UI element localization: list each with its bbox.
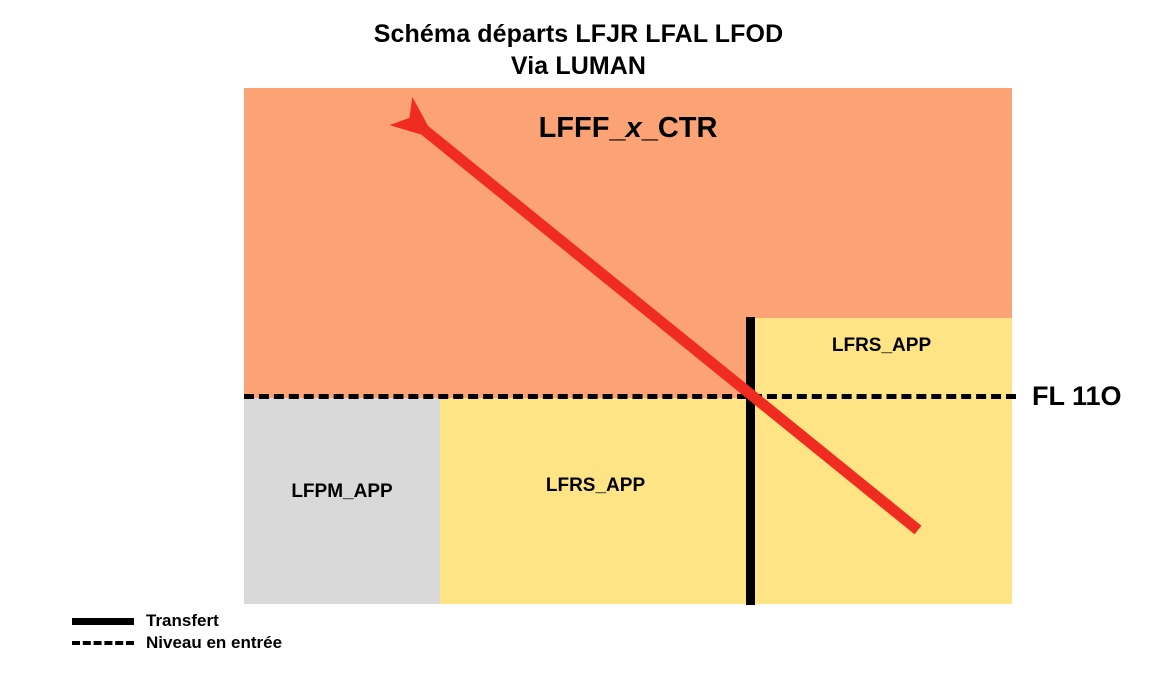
zone-label-ctr-prefix: LFFF_ <box>538 112 626 144</box>
zone-label-ctr-variable: x <box>625 112 642 144</box>
zone-lfrs-app-lower <box>440 398 1012 604</box>
legend-label-niveau-entree: Niveau en entrée <box>146 633 283 652</box>
entry-level-dashed-line <box>244 394 1016 399</box>
page-title-line-1: Schéma départs LFJR LFAL LFOD <box>373 20 784 48</box>
legend: Transfert Niveau en entrée <box>72 610 282 654</box>
zone-lfrs-app-upper <box>751 318 1012 398</box>
zone-label-lffx-ctr: LFFF_x_CTR <box>244 112 1012 145</box>
zone-lfpm-app <box>244 398 440 604</box>
transfer-boundary-line <box>746 317 755 605</box>
dashed-line-icon <box>72 637 134 649</box>
page-title: Schéma départs LFJR LFAL LFOD Via LUMAN <box>0 18 1157 82</box>
legend-item-niveau-entree: Niveau en entrée <box>72 632 282 654</box>
legend-label-transfert: Transfert <box>146 611 219 630</box>
zone-label-lfpm-app: LFPM_APP <box>291 481 393 502</box>
flight-level-label: FL 11O <box>1032 381 1122 411</box>
legend-item-transfert: Transfert <box>72 610 282 632</box>
solid-line-icon <box>72 615 134 627</box>
zone-label-lfrs-app-upper: LFRS_APP <box>831 335 932 356</box>
page-title-line-2: Via LUMAN <box>510 52 647 80</box>
zone-label-ctr-suffix: _CTR <box>641 112 718 144</box>
zone-label-lfrs-app-lower: LFRS_APP <box>545 475 646 496</box>
